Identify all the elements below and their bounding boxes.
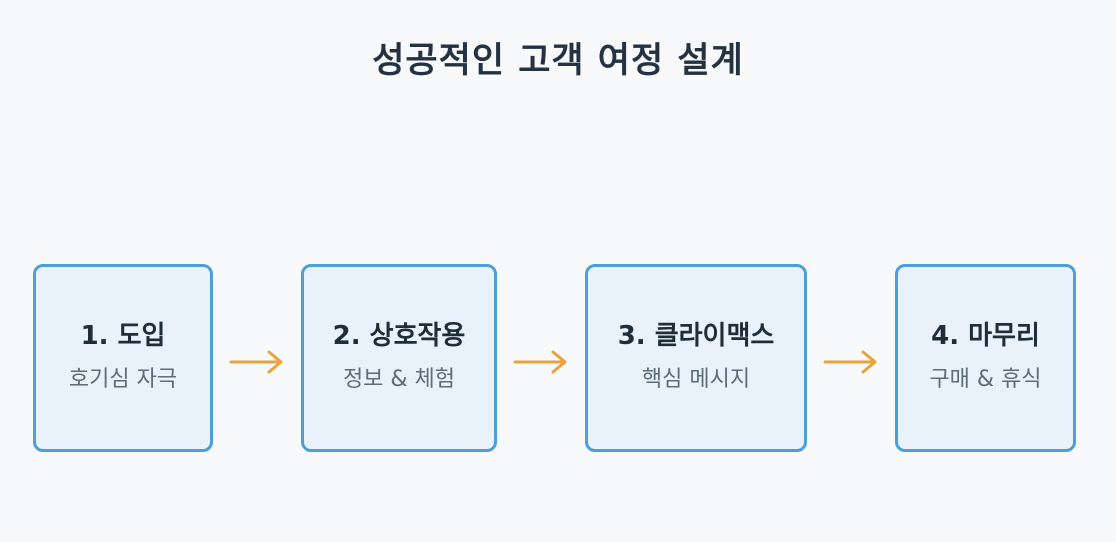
- step-3-title: 3. 클라이맥스: [617, 321, 775, 351]
- step-2-desc: 정보 & 체험: [342, 367, 456, 392]
- step-1-title: 1. 도입: [80, 321, 166, 351]
- step-1-desc: 호기심 자극: [68, 367, 178, 392]
- right-arrow-icon: [229, 349, 285, 375]
- right-arrow-icon: [513, 349, 569, 375]
- step-4-box: 4. 마무리 구매 & 휴식: [895, 264, 1076, 452]
- step-1-box: 1. 도입 호기심 자극: [33, 264, 213, 452]
- step-3-desc: 핵심 메시지: [641, 367, 751, 392]
- step-2-box: 2. 상호작용 정보 & 체험: [301, 264, 497, 452]
- step-4-title: 4. 마무리: [931, 321, 1040, 351]
- diagram-title: 성공적인 고객 여정 설계: [372, 41, 744, 81]
- step-4-desc: 구매 & 휴식: [929, 367, 1042, 392]
- step-3-box: 3. 클라이맥스 핵심 메시지: [585, 264, 807, 452]
- right-arrow-icon: [823, 349, 879, 375]
- step-2-title: 2. 상호작용: [332, 321, 466, 351]
